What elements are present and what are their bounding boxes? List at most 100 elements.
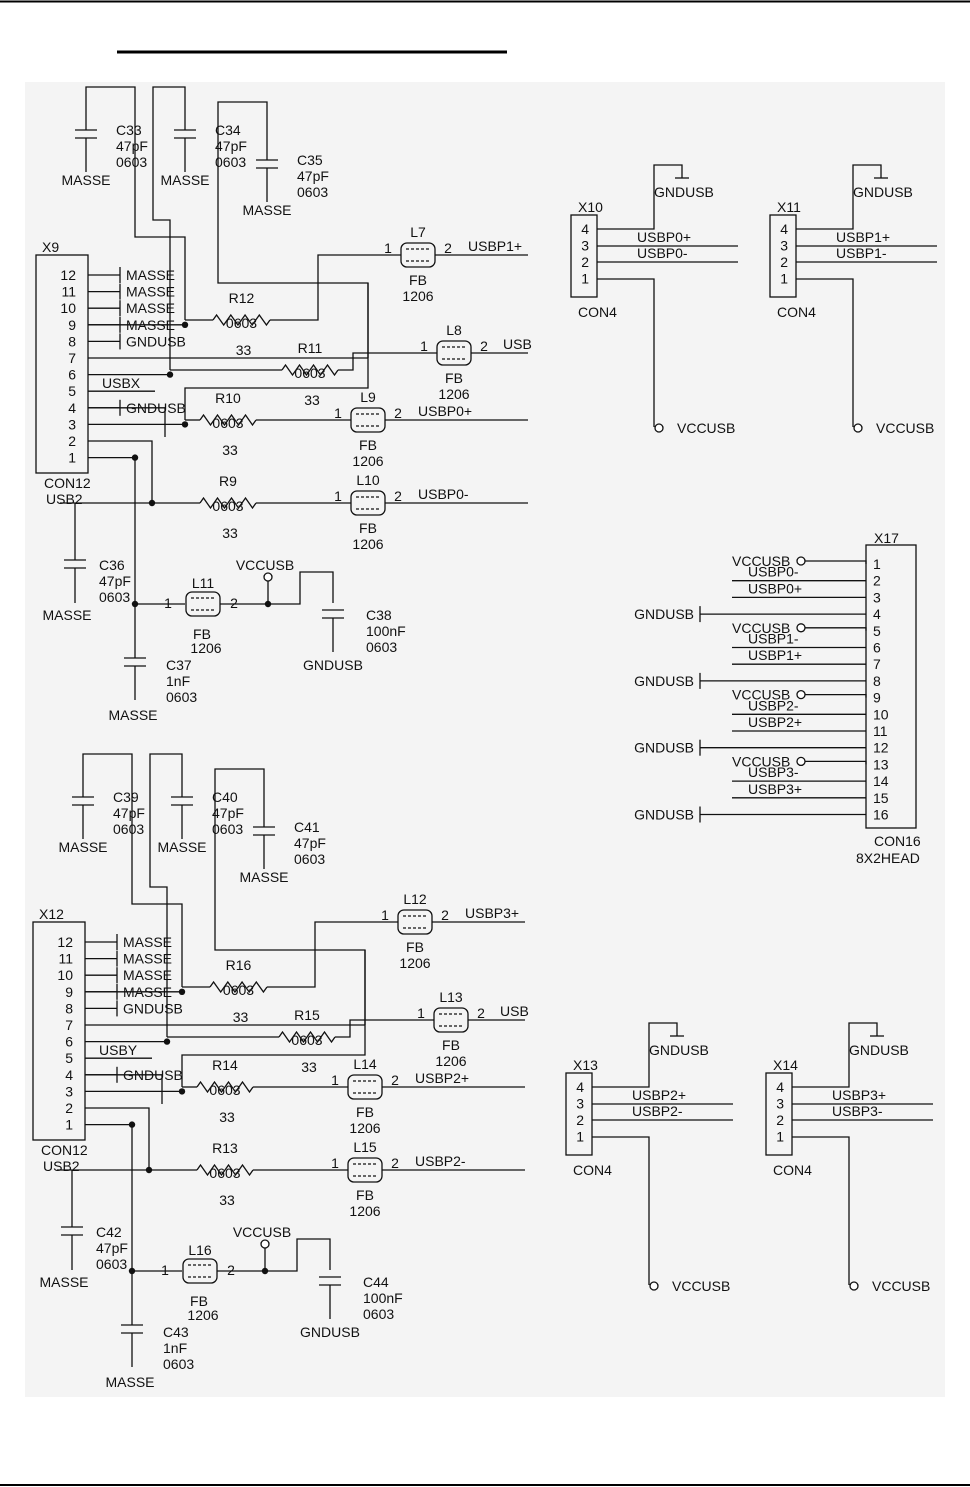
- net-label: USBP1-: [836, 245, 887, 261]
- connector-type: CON4: [773, 1162, 812, 1178]
- cap-ref: C38: [366, 607, 392, 623]
- resistor-pkg: 0603: [226, 315, 257, 331]
- connector-pin-number: 3: [68, 416, 76, 432]
- connector-ref: X12: [39, 906, 64, 922]
- connector-pin-number: 9: [873, 690, 881, 706]
- connector-value: USB2: [43, 1158, 80, 1174]
- ferrite-pin2: 2: [441, 907, 449, 923]
- ferrite-pin2: 2: [394, 488, 402, 504]
- connector-pin-number: 8: [65, 1000, 73, 1016]
- cap-value: 47pF: [99, 573, 131, 589]
- net-label: USBP0-: [637, 245, 688, 261]
- connector-pin-number: 4: [576, 1079, 584, 1095]
- wire: [85, 1107, 150, 1170]
- ferrite-pin2: 2: [480, 338, 488, 354]
- ferrite-net-label: USBP2-: [415, 1153, 466, 1169]
- resistor-pkg: 0603: [209, 1165, 240, 1181]
- ferrite-pkg: 1206: [435, 1053, 466, 1069]
- connector-ref: X9: [42, 239, 59, 255]
- wire: [220, 571, 334, 605]
- ferrite-type: FB: [359, 520, 377, 536]
- pin-net-label: MASSE: [126, 284, 175, 300]
- connector-pin-number: 4: [873, 606, 881, 622]
- cap-value: 1nF: [166, 673, 190, 689]
- cap-pkg: 0603: [215, 154, 246, 170]
- resistor-zigzag-icon: [278, 1030, 336, 1044]
- ferrite-pin1: 1: [384, 240, 392, 256]
- con4-body: [570, 214, 598, 298]
- resistor-ref: R10: [215, 390, 241, 406]
- resistor-value: 33: [301, 1059, 317, 1075]
- wire: [597, 278, 655, 427]
- ground-label: GNDUSB: [853, 184, 913, 200]
- con4-body: [565, 1072, 593, 1156]
- connector-pin-number: 8: [873, 673, 881, 689]
- net-label: USBP0+: [637, 229, 691, 245]
- wire: [88, 440, 153, 503]
- net-label: USBP2+: [748, 714, 802, 730]
- supply-label: VCCUSB: [732, 687, 790, 703]
- connector-pin-number: 7: [873, 656, 881, 672]
- usb-connector-body: [32, 921, 86, 1141]
- cap-ref: C33: [116, 122, 142, 138]
- connector-pin-number: 3: [776, 1096, 784, 1112]
- resistor-zigzag-icon: [199, 413, 257, 427]
- supply-label: VCCUSB: [677, 420, 735, 436]
- connector-type: CON12: [44, 475, 91, 491]
- con4-body: [765, 1072, 793, 1156]
- cap-value: 100nF: [366, 623, 406, 639]
- cap-ref: C40: [212, 789, 238, 805]
- cap-pkg: 0603: [212, 821, 243, 837]
- wire: [217, 1238, 331, 1272]
- connector-pin-number: 12: [60, 267, 76, 283]
- ferrite-ref: L16: [188, 1242, 212, 1258]
- ground-label: MASSE: [39, 1274, 88, 1290]
- connector-type: CON4: [578, 304, 617, 320]
- ground-label: GNDUSB: [654, 184, 714, 200]
- junction-dot: [181, 421, 189, 428]
- ferrite-net-label: USBP3+: [465, 905, 519, 921]
- usb-connector-body: [35, 254, 89, 474]
- connector-ref: X17: [874, 530, 899, 546]
- pin-net-label: GNDUSB: [126, 333, 186, 349]
- resistor-value: 33: [222, 442, 238, 458]
- connector-pin-number: 1: [68, 450, 76, 466]
- connector-pin-number: 10: [60, 300, 76, 316]
- ferrite-pin1: 1: [381, 907, 389, 923]
- connector-pin-number: 16: [873, 807, 889, 823]
- ferrite-pin1: 1: [334, 405, 342, 421]
- ferrite-pin1: 1: [331, 1155, 339, 1171]
- net-label: USBP2-: [632, 1103, 683, 1119]
- resistor-ref: R12: [229, 290, 255, 306]
- net-label: USBP2+: [632, 1087, 686, 1103]
- resistor-zigzag-icon: [281, 363, 339, 377]
- resistor-zigzag-icon: [196, 1163, 254, 1177]
- wire: [335, 1019, 434, 1038]
- pin-net-label: MASSE: [126, 300, 175, 316]
- wire: [592, 1022, 678, 1088]
- wire: [805, 760, 867, 765]
- wire: [267, 921, 398, 988]
- connector-pin-number: 15: [873, 790, 889, 806]
- supply-label: VCCUSB: [233, 1224, 291, 1240]
- cap-ref: C41: [294, 819, 320, 835]
- connector-pin-number: 2: [873, 573, 881, 589]
- net-label: USBP0-: [748, 564, 799, 580]
- net-label: USBP3-: [832, 1103, 883, 1119]
- cap-pkg: 0603: [294, 851, 325, 867]
- connector-ref: X13: [573, 1057, 598, 1073]
- connector-pin-number: 2: [576, 1112, 584, 1128]
- connector-pin-number: 3: [780, 238, 788, 254]
- pin-net-label: USBY: [99, 1042, 138, 1058]
- connector-type: CON12: [41, 1142, 88, 1158]
- connector-pin-number: 11: [61, 284, 76, 300]
- resistor-pkg: 0603: [294, 365, 325, 381]
- power-port-icon: [849, 1281, 859, 1291]
- supply-label: VCCUSB: [672, 1278, 730, 1294]
